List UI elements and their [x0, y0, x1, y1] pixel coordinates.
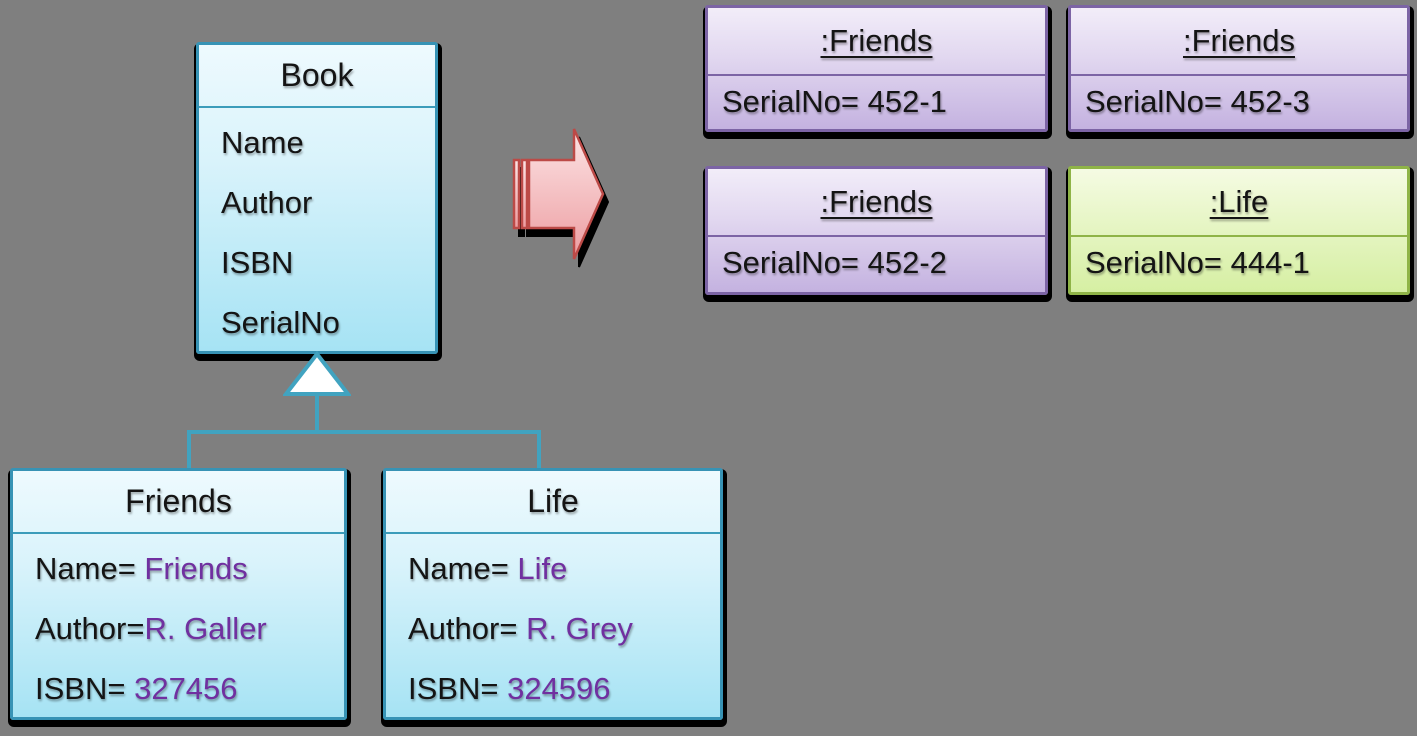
instance-box-friends-2: :Friends SerialNo= 452-2	[705, 166, 1048, 295]
class-title-life: Life	[386, 471, 720, 534]
attribute-serialno: SerialNo	[221, 305, 340, 340]
attribute-label: ISBN=	[35, 671, 126, 706]
instance-attribute: SerialNo= 452-1	[722, 84, 947, 119]
attribute-label: Name=	[408, 551, 509, 586]
attribute-label: Author=	[408, 611, 518, 646]
attribute-value: Life	[508, 551, 568, 586]
attribute-value: 327456	[125, 671, 238, 706]
class-title-friends: Friends	[13, 471, 344, 534]
attribute-label: Author=	[35, 611, 145, 646]
connector-left-drop-line	[187, 430, 191, 468]
attribute-name: Name	[221, 125, 304, 160]
instance-box-friends-1: :Friends SerialNo= 452-1	[705, 5, 1048, 132]
class-attributes-book: Name Author ISBN SerialNo	[199, 108, 435, 353]
attribute-author: Author= R. Grey	[408, 599, 720, 659]
instance-title: :Life	[1071, 169, 1407, 237]
attribute-label: Name=	[35, 551, 136, 586]
instance-attribute: SerialNo= 452-2	[722, 245, 947, 280]
instance-box-life-1: :Life SerialNo= 444-1	[1068, 166, 1410, 295]
class-box-book: Book Name Author ISBN SerialNo	[196, 42, 438, 354]
class-box-friends: Friends Name= Friends Author=R. Galler I…	[10, 468, 347, 720]
instance-title: :Friends	[708, 169, 1045, 237]
instance-attribute: SerialNo= 444-1	[1085, 245, 1310, 280]
class-attributes-life: Name= Life Author= R. Grey ISBN= 324596	[386, 534, 720, 719]
attribute-value: 324596	[498, 671, 611, 706]
attribute-name: Name= Life	[408, 539, 720, 599]
attribute-isbn: ISBN= 324596	[408, 659, 720, 719]
inheritance-triangle-icon	[283, 351, 351, 396]
attribute-value: Friends	[135, 551, 248, 586]
attribute-isbn: ISBN= 327456	[35, 659, 344, 719]
connector-horizontal-line	[187, 430, 541, 434]
instance-title: :Friends	[1071, 8, 1407, 76]
attribute-author: Author	[221, 185, 313, 220]
connector-right-drop-line	[537, 430, 541, 468]
instance-box-friends-3: :Friends SerialNo= 452-3	[1068, 5, 1410, 132]
attribute-value: R. Grey	[517, 611, 633, 646]
instance-attribute: SerialNo= 452-3	[1085, 84, 1310, 119]
attribute-label: ISBN=	[408, 671, 499, 706]
attribute-name: Name= Friends	[35, 539, 344, 599]
instance-title: :Friends	[708, 8, 1045, 76]
class-box-life: Life Name= Life Author= R. Grey ISBN= 32…	[383, 468, 723, 720]
attribute-author: Author=R. Galler	[35, 599, 344, 659]
class-title-book: Book	[199, 45, 435, 108]
transform-arrow-icon	[512, 128, 610, 268]
connector-stem-line	[315, 393, 319, 433]
attribute-value: R. Galler	[144, 611, 267, 646]
class-attributes-friends: Name= Friends Author=R. Galler ISBN= 327…	[13, 534, 344, 719]
attribute-isbn: ISBN	[221, 245, 294, 280]
